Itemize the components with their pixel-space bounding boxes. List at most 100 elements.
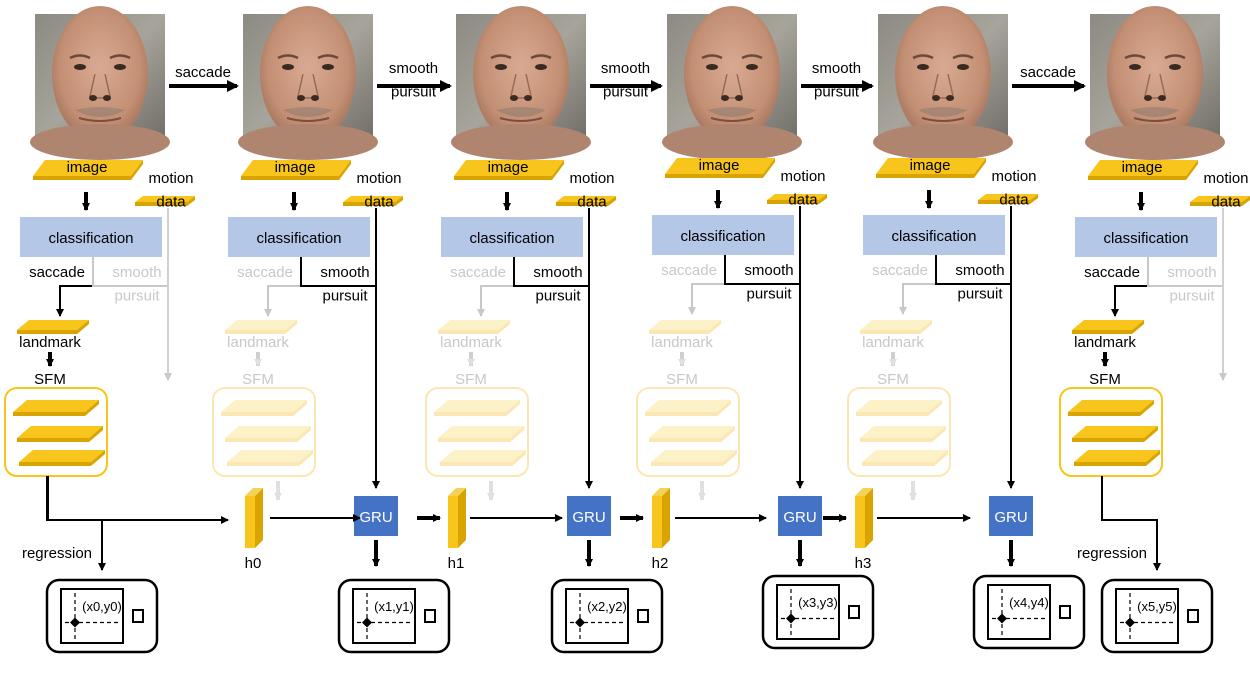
smooth-branch-line [300,257,376,287]
face-frame [662,6,802,160]
hidden-state-bar [652,488,670,548]
image-input-slab [665,158,775,178]
output-coordinate-label: (x0,y0) [82,599,122,614]
gru-label: GRU [783,509,816,526]
hidden-state-label: h0 [245,555,262,572]
image-label: image [699,157,740,174]
gru-box [354,496,398,536]
landmark-slab [225,320,297,334]
sfm-layer-slab [17,426,103,442]
motion-data-slab [767,194,827,204]
saccade-branch-label: saccade [872,262,928,279]
landmark-label: landmark [1074,334,1136,351]
sfm-layer-slab [862,450,948,466]
sfm-label: SFM [34,371,66,388]
image-input-slab [876,158,986,178]
sfm-layer-slab [651,450,737,466]
saccade-branch-label: saccade [1084,264,1140,281]
face-frame [30,6,170,160]
regression-arrow [1101,476,1161,571]
output-coordinate-label: (x2,y2) [587,599,627,614]
sfm-layer-slab [1074,450,1160,466]
phone-output: (x2,y2) [550,578,664,654]
sfm-layer-slab [227,450,313,466]
sfm-layer-slab [645,400,731,416]
hidden-state-bar [855,488,873,548]
image-label: image [275,159,316,176]
face-frame [451,6,591,160]
landmark-slab [649,320,721,334]
hidden-state-bar [448,488,466,548]
sfm-layer-slab [1068,400,1154,416]
regression-label: regression [22,545,92,562]
image-label: image [67,159,108,176]
landmark-label: landmark [440,334,502,351]
image-input-slab [241,160,351,180]
output-coordinate-label: (x4,y4) [1009,595,1049,610]
sfm-layer-slab [1072,426,1158,442]
sfm-layer-slab [440,450,526,466]
motion-data-slab [978,194,1038,204]
classification-label: classification [891,228,976,245]
phone-output: (x5,y5) [1100,578,1214,654]
saccade-branch-label: saccade [29,264,85,281]
landmark-label: landmark [862,334,924,351]
sfm-layer-slab [221,400,307,416]
phone-output: (x3,y3) [761,574,875,650]
sfm-label: SFM [666,371,698,388]
sfm-layer-slab [434,400,520,416]
hidden-state-label: h3 [855,555,872,572]
regression-label: regression [1077,545,1147,562]
transition-label: saccade [1020,64,1076,81]
image-input-slab [454,160,564,180]
classification-box [652,215,794,255]
sfm-to-h0-arrow [47,476,229,524]
gru-box [567,496,611,536]
motion-data-slab [135,196,195,206]
sfm-layer-slab [225,426,311,442]
landmark-slab [438,320,510,334]
output-coordinate-label: (x1,y1) [374,599,414,614]
sfm-label: SFM [877,371,909,388]
landmark-slab [860,320,932,334]
saccade-branch-label: saccade [450,264,506,281]
classification-label: classification [1103,230,1188,247]
gru-box [778,496,822,536]
landmark-label: landmark [651,334,713,351]
face-frame [1085,6,1225,160]
smooth-branch-line [1147,257,1223,287]
phone-output: (x0,y0) [45,578,159,654]
smooth-branch-line [724,255,800,285]
hidden-state-label: h1 [448,555,465,572]
motion-data-slab [556,196,616,206]
gru-box [989,496,1033,536]
classification-box [441,217,583,257]
phone-output: (x4,y4) [972,574,1086,650]
sfm-layer-slab [860,426,946,442]
smooth-branch-line [513,257,589,287]
image-input-slab [33,160,143,180]
classification-box [20,217,162,257]
sfm-label: SFM [1089,371,1121,388]
gru-label: GRU [359,509,392,526]
sfm-layer-slab [13,400,99,416]
classification-label: classification [48,230,133,247]
landmark-label: landmark [227,334,289,351]
smooth-branch-line [935,255,1011,285]
output-coordinate-label: (x5,y5) [1137,599,1177,614]
saccade-branch-label: saccade [661,262,717,279]
smooth-branch-line [92,257,168,287]
hidden-state-bar [245,488,263,548]
phone-output: (x1,y1) [337,578,451,654]
image-label: image [488,159,529,176]
